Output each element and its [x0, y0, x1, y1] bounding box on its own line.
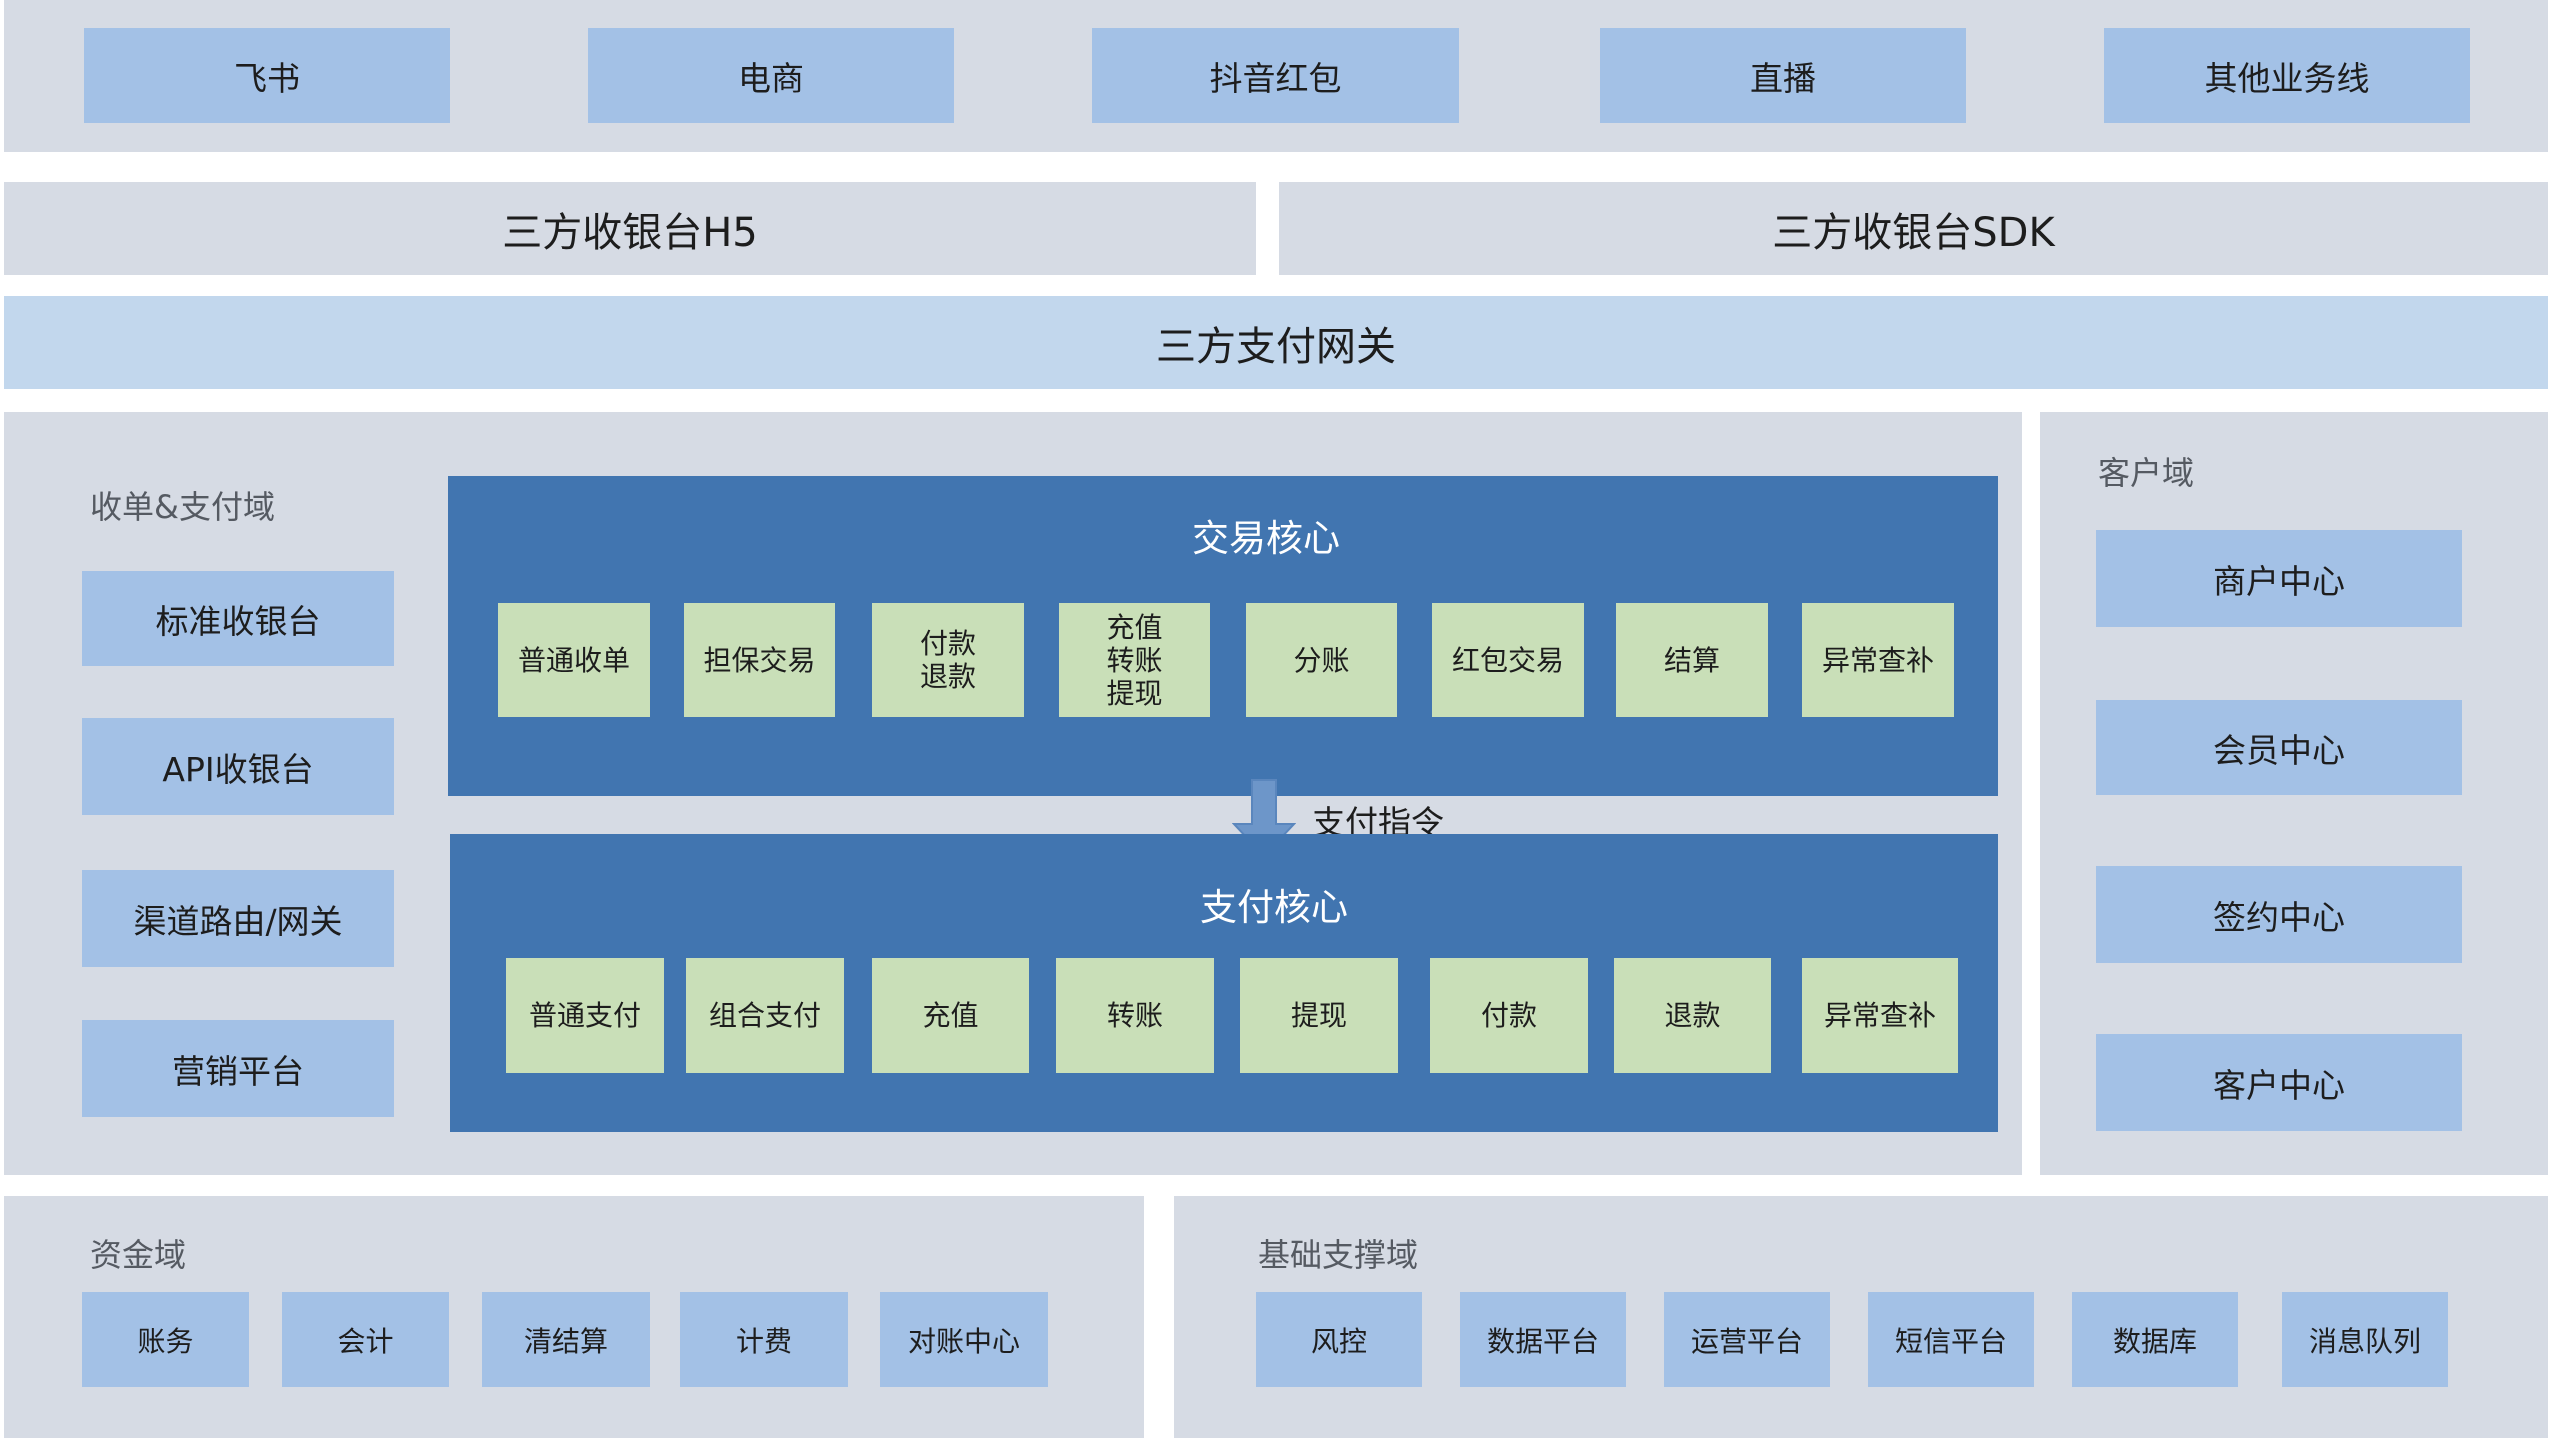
acquiring-item-standard-cashier: 标准收银台 [82, 571, 394, 666]
fund-item: 账务 [82, 1292, 249, 1387]
acquiring-item-api-cashier: API收银台 [82, 718, 394, 815]
fund-item: 计费 [680, 1292, 848, 1387]
trade-item: 结算 [1616, 603, 1768, 717]
trade-item: 异常查补 [1802, 603, 1954, 717]
payment-item: 异常查补 [1802, 958, 1958, 1073]
business-line-feishu: 飞书 [84, 28, 450, 123]
trade-item: 普通收单 [498, 603, 650, 717]
business-line-live: 直播 [1600, 28, 1966, 123]
customer-item-member-center: 会员中心 [2096, 700, 2462, 795]
cashier-sdk-bar: 三方收银台SDK [1279, 182, 2548, 275]
acquiring-item-channel-routing: 渠道路由/网关 [82, 870, 394, 967]
payment-item: 退款 [1614, 958, 1771, 1073]
customer-item-merchant-center: 商户中心 [2096, 530, 2462, 627]
trade-item: 充值 转账 提现 [1059, 603, 1210, 717]
fund-domain-title: 资金域 [90, 1236, 187, 1274]
acquiring-domain-title: 收单&支付域 [90, 488, 275, 526]
payment-core-title: 支付核心 [1200, 886, 1348, 929]
infra-item: 短信平台 [1868, 1292, 2034, 1387]
acquiring-item-marketing: 营销平台 [82, 1020, 394, 1117]
payment-item: 付款 [1430, 958, 1588, 1073]
business-line-other: 其他业务线 [2104, 28, 2470, 123]
customer-item-customer-center: 客户中心 [2096, 1034, 2462, 1131]
payment-item: 组合支付 [686, 958, 844, 1073]
infra-item: 风控 [1256, 1292, 1422, 1387]
business-line-ecommerce: 电商 [588, 28, 954, 123]
payment-item: 普通支付 [506, 958, 664, 1073]
payment-item: 充值 [872, 958, 1029, 1073]
infra-item: 数据平台 [1460, 1292, 1626, 1387]
business-line-douyin-redpacket: 抖音红包 [1092, 28, 1459, 123]
customer-domain-title: 客户域 [2098, 454, 2195, 492]
trade-item: 红包交易 [1432, 603, 1584, 717]
payment-gateway-bar: 三方支付网关 [4, 296, 2548, 389]
infra-item: 数据库 [2072, 1292, 2238, 1387]
infra-item: 消息队列 [2282, 1292, 2448, 1387]
trade-item: 担保交易 [684, 603, 835, 717]
trade-item: 分账 [1246, 603, 1397, 717]
customer-item-contract-center: 签约中心 [2096, 866, 2462, 963]
trade-core-title: 交易核心 [1192, 517, 1340, 560]
infra-domain-title: 基础支撑域 [1258, 1236, 1419, 1274]
payment-item: 提现 [1240, 958, 1398, 1073]
fund-item: 清结算 [482, 1292, 650, 1387]
infra-item: 运营平台 [1664, 1292, 1830, 1387]
cashier-h5-bar: 三方收银台H5 [4, 182, 1256, 275]
payment-item: 转账 [1056, 958, 1214, 1073]
fund-item: 对账中心 [880, 1292, 1048, 1387]
trade-item: 付款 退款 [872, 603, 1024, 717]
fund-item: 会计 [282, 1292, 449, 1387]
